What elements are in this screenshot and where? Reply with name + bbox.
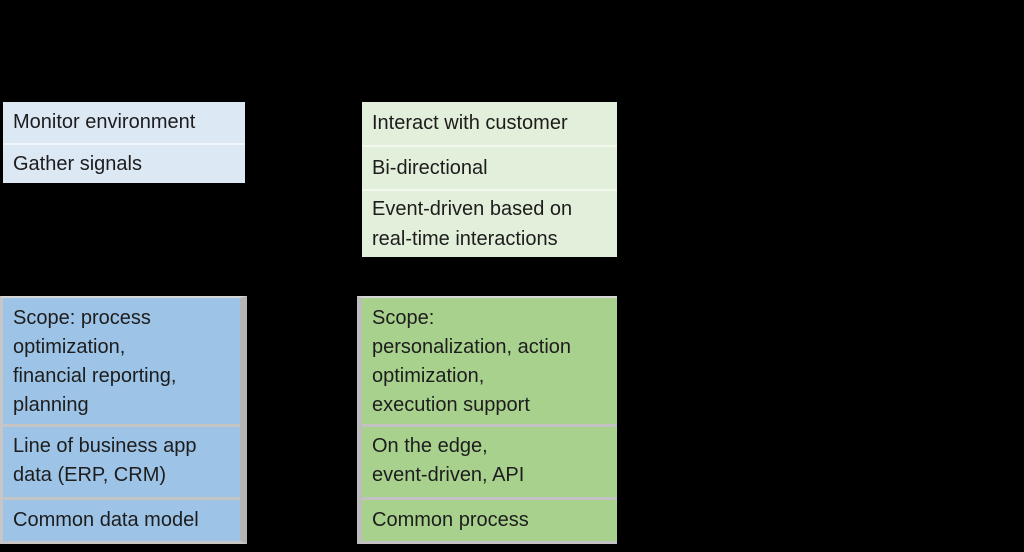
cell-line-of-business-app-data: Line of business app data (ERP, CRM) (3, 427, 240, 500)
cell-scope-personalization: Scope: personalization, action optimizat… (362, 298, 617, 427)
cell-common-data-model: Common data model (13, 509, 199, 531)
cell-interact-with-customer: Interact with customer (362, 102, 617, 147)
blue-top-table: Monitor environment Gather signals (3, 102, 245, 183)
cell-gather-signals: Gather signals (13, 153, 142, 175)
green-bottom-table: Scope: personalization, action optimizat… (357, 296, 617, 544)
cell-bi-directional: Bi-directional (362, 147, 617, 191)
green-top-table: Interact with customer Bi-directional Ev… (362, 102, 617, 257)
blue-bottom-table: Scope: process optimization, financial r… (0, 296, 247, 544)
cell-on-the-edge-event-driven-api: On the edge, event-driven, API (362, 427, 617, 500)
cell-event-driven: Event-driven based on real-time interact… (372, 198, 573, 250)
cell-scope-process-optimization: Scope: process optimization, financial r… (3, 298, 240, 427)
cell-common-process: Common process (372, 509, 529, 531)
cell-monitor-environment: Monitor environment (3, 102, 245, 145)
